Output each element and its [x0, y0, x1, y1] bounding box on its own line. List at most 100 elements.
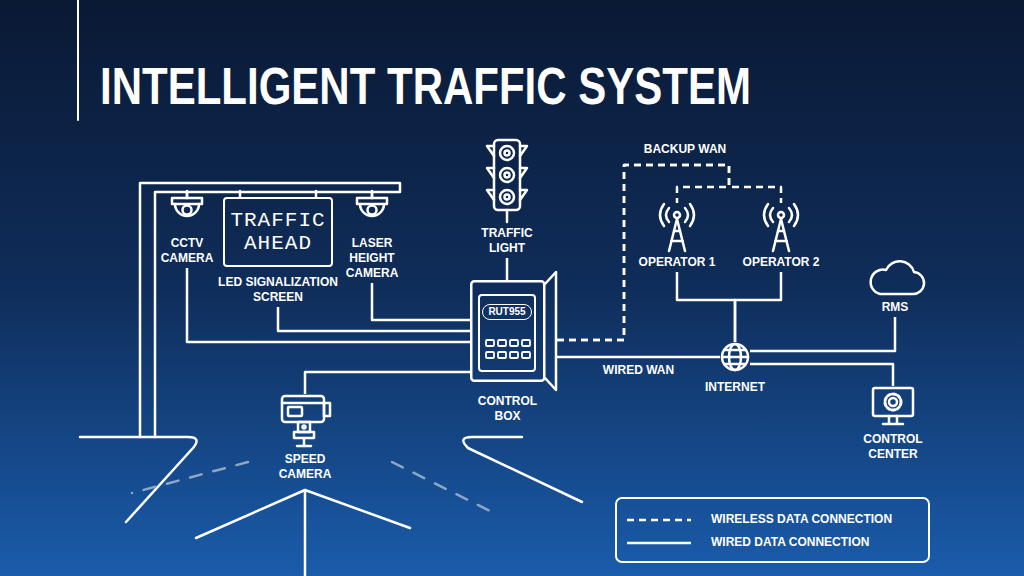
control-center: CONTROL CENTER — [858, 386, 928, 464]
icon-part — [669, 219, 685, 251]
speed-camera: SPEED CAMERA — [270, 394, 340, 484]
wired-link — [187, 268, 470, 342]
cell-tower-icon — [627, 203, 727, 255]
icon-part — [522, 352, 530, 358]
cell-tower: OPERATOR 2 — [731, 203, 831, 272]
icon-part — [776, 231, 787, 241]
cell-tower-icon — [731, 203, 831, 255]
icon-part — [282, 402, 324, 405]
icon-part — [303, 426, 306, 429]
road-edge — [463, 437, 582, 502]
icon-part — [324, 403, 330, 416]
road-edge — [196, 490, 410, 576]
icon-part — [660, 204, 694, 226]
internet-globe-icon — [720, 342, 750, 372]
lane-marking — [132, 462, 248, 493]
legend-text: WIRED DATA CONNECTION — [711, 535, 869, 550]
wired-link — [506, 258, 509, 280]
legend-sample — [625, 533, 695, 553]
legend-row: WIRED DATA CONNECTION — [617, 533, 928, 553]
icon-part — [494, 140, 520, 210]
icon-part — [871, 261, 924, 294]
speed-camera-icon — [270, 394, 340, 452]
screen-text: TRAFFIC AHEAD — [227, 209, 329, 255]
title: INTELLIGENT TRAFFIC SYSTEM — [100, 60, 751, 113]
wired-link — [305, 372, 470, 394]
device-label: CONTROL BOX — [470, 394, 545, 424]
legend-box: WIRELESS DATA CONNECTION WIRED DATA CONNE… — [615, 497, 930, 563]
device-label: TRAFFIC LIGHT — [472, 226, 542, 256]
model-name: RUT955 — [482, 304, 531, 320]
cell-tower: OPERATOR 1 — [627, 203, 727, 272]
icon-part — [368, 206, 377, 215]
icon-part — [505, 151, 510, 156]
control-center-icon — [858, 386, 928, 432]
icon-part — [674, 212, 680, 218]
icon-part — [487, 146, 527, 200]
laser-height-camera: LASER HEIGHT CAMERA — [340, 192, 404, 283]
icon-part — [288, 407, 302, 416]
device-label: CONTROL CENTER — [858, 432, 928, 462]
cloud-rms-icon — [858, 256, 932, 300]
link-label: WIRED WAN — [603, 363, 674, 378]
device-label: SPEED CAMERA — [270, 452, 340, 482]
icon-part — [764, 204, 798, 226]
icon-part — [486, 340, 494, 346]
icon-part — [498, 352, 506, 358]
icon-part — [500, 168, 514, 182]
wired-link — [372, 283, 470, 320]
icon-part — [505, 195, 510, 200]
traffic-light: TRAFFIC LIGHT — [472, 138, 542, 258]
legend-line — [627, 519, 691, 522]
icon-part — [357, 198, 387, 204]
device-label: RMS — [858, 300, 932, 315]
icon-part — [506, 210, 509, 222]
link-label: BACKUP WAN — [644, 142, 726, 157]
cctv-camera: CCTV CAMERA — [155, 192, 219, 268]
icon-part — [722, 344, 748, 370]
icon-part — [873, 388, 913, 416]
icon-part — [885, 394, 901, 410]
icon-part — [360, 204, 384, 216]
wired-link — [557, 356, 720, 359]
led-screen: TRAFFIC AHEAD LED SIGNALIZATION SCREEN — [213, 197, 343, 307]
icon-part — [778, 212, 784, 218]
internet-globe: INTERNET — [720, 342, 750, 372]
icon-part — [498, 340, 506, 346]
laser-height-camera-icon — [340, 192, 404, 236]
icon-part — [510, 340, 518, 346]
icon-part — [183, 206, 192, 215]
lane-marking — [392, 462, 494, 513]
icon-part — [505, 173, 510, 178]
screen-frame: TRAFFIC AHEAD — [223, 197, 333, 267]
icon-part — [510, 352, 518, 358]
router: RUT955 — [478, 294, 536, 372]
wired-link — [677, 272, 735, 342]
legend-row: WIRELESS DATA CONNECTION — [617, 510, 928, 530]
icon-part — [545, 272, 556, 390]
device-label: INTERNET — [705, 380, 765, 395]
control-box: CONTROL BOXRUT955 — [470, 280, 557, 382]
device-label: LED SIGNALIZATION SCREEN — [213, 275, 343, 305]
device-label: OPERATOR 2 — [731, 255, 831, 270]
icon-part — [486, 352, 494, 358]
icon-part — [172, 198, 202, 204]
gantry — [140, 183, 400, 437]
cloud-rms: RMS — [858, 256, 932, 317]
icon-part — [298, 422, 310, 432]
device-label: OPERATOR 1 — [627, 255, 727, 270]
legend-line — [627, 542, 691, 545]
icon-part — [500, 190, 514, 204]
traffic-light-icon — [472, 138, 542, 226]
device-label: LASER HEIGHT CAMERA — [340, 236, 404, 281]
icon-part — [773, 219, 789, 251]
device-label: CCTV CAMERA — [155, 236, 219, 266]
icon-part — [672, 231, 683, 241]
cctv-camera-icon — [155, 192, 219, 236]
icon-part — [294, 432, 314, 446]
icon-part — [282, 396, 324, 422]
title-rule — [77, 0, 79, 120]
icon-part — [883, 416, 903, 424]
